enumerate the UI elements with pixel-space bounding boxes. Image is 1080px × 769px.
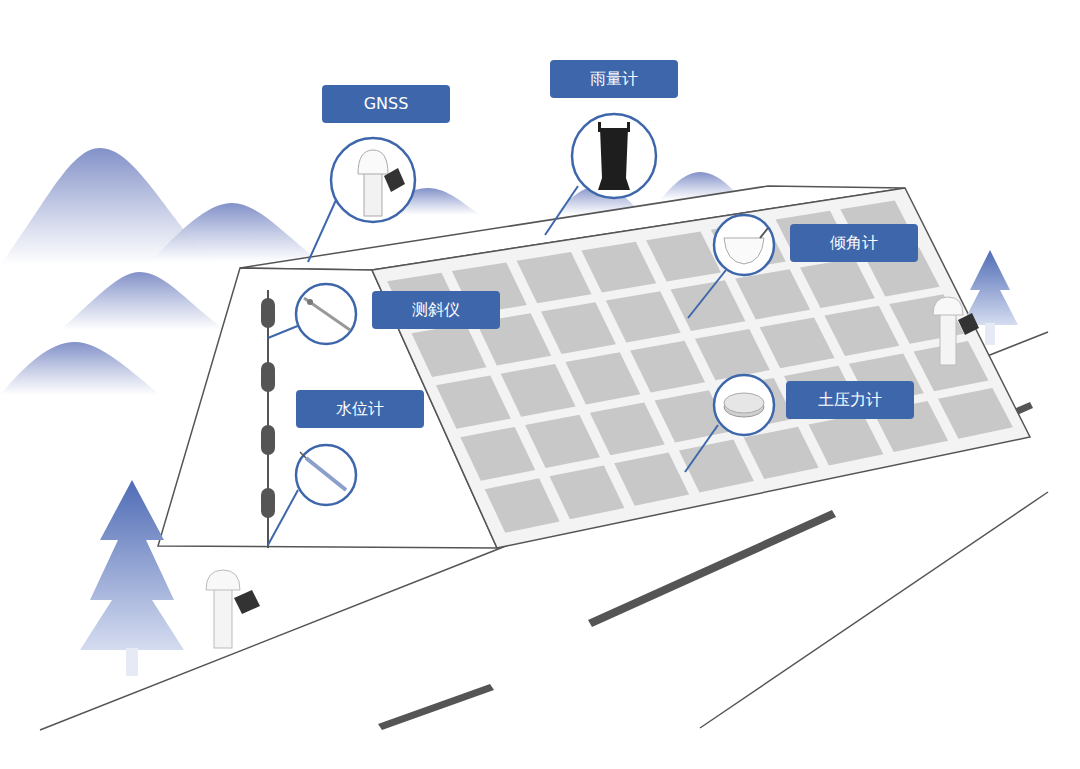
illustration-shape [261,425,275,455]
illustration-shape [940,313,956,365]
illustration-shape [261,362,275,392]
illustration-shape [372,188,1030,548]
illustration-shape [501,364,576,417]
illustration-shape [234,590,260,614]
illustration-shape [724,393,764,413]
illustration-shape [268,325,300,338]
illustration-shape [206,570,240,590]
trees [80,250,1018,676]
illustration-shape [307,299,313,305]
illustration-shape [378,684,494,730]
illustration-shape [549,465,624,519]
illustration-shape [606,291,681,342]
illustration-shape [700,492,1048,728]
illustration-shape [695,329,770,380]
illustration-shape [714,375,774,435]
illustration-shape [358,150,388,174]
illustration-shape [744,427,819,479]
illustration-shape [808,414,883,466]
illustration-shape [296,445,356,505]
leader-lines [268,186,726,545]
illustration-shape [304,298,350,330]
illustration-shape [688,270,726,318]
illustration-shape [962,250,1018,325]
illustration-shape [938,388,1013,439]
illustration-shape [517,252,592,303]
label-text: 土压力计 [818,390,882,409]
illustration-shape [0,342,160,395]
illustration-shape [60,272,225,330]
illustration-shape [485,478,560,532]
label-box: 雨量计 [550,60,678,98]
illustration-shape [572,114,656,198]
illustration-shape [387,201,1013,533]
label-box: 测斜仪 [372,291,500,329]
illustration-shape [300,452,306,458]
illustration-shape [630,341,705,393]
illustration-shape [581,242,656,293]
illustration-shape [565,352,640,404]
label-text: 雨量计 [590,69,638,88]
illustration-shape [735,269,810,319]
label-text: 测斜仪 [412,300,460,319]
illustration-shape [588,510,836,627]
sensor-icons [296,114,774,505]
illustration-shape [724,238,764,264]
illustration-shape [80,480,184,650]
label-box: 倾角计 [790,224,918,262]
illustration-shape [760,228,768,238]
gnss-stations [206,297,979,648]
illustration-shape [364,172,382,216]
illustration-shape [933,297,963,315]
illustration-shape [296,284,356,344]
illustration-shape [545,186,578,235]
illustration-shape [627,122,630,132]
illustration-shape [126,648,138,676]
illustration-shape [331,138,415,222]
illustration-shape [214,588,232,648]
illustration-shape [308,200,336,262]
illustration-shape [598,122,601,132]
illustration-shape [268,490,298,545]
label-box: GNSS [322,85,450,123]
illustration-shape [800,258,875,308]
label-text: 倾角计 [830,233,878,252]
illustration-shape [985,323,995,345]
inclinometer-tube [261,290,275,548]
label-text: GNSS [364,94,409,113]
label-text: 水位计 [336,399,384,418]
label-box: 土压力计 [786,381,914,419]
illustration-shape [598,128,630,190]
illustration-shape [384,168,405,192]
illustration-shape [958,313,979,335]
illustration-shape [436,375,511,428]
illustration-shape [306,458,346,490]
illustration-shape [460,427,535,481]
illustration-shape [685,425,718,472]
illustration-shape [760,317,835,368]
illustration-shape [261,298,275,328]
embankment [158,186,1030,548]
illustration-shape [824,306,899,356]
illustration-shape [525,415,600,468]
illustration-shape [671,280,746,331]
illustration-shape [261,488,275,518]
illustration-shape [541,302,616,354]
illustration-shape [614,452,689,505]
illustration-shape [412,324,487,377]
illustration-shape [150,203,320,262]
illustration-shape [590,402,665,455]
label-box: 水位计 [296,390,424,428]
illustration-shape [646,231,721,281]
illustration-shape [714,215,774,275]
